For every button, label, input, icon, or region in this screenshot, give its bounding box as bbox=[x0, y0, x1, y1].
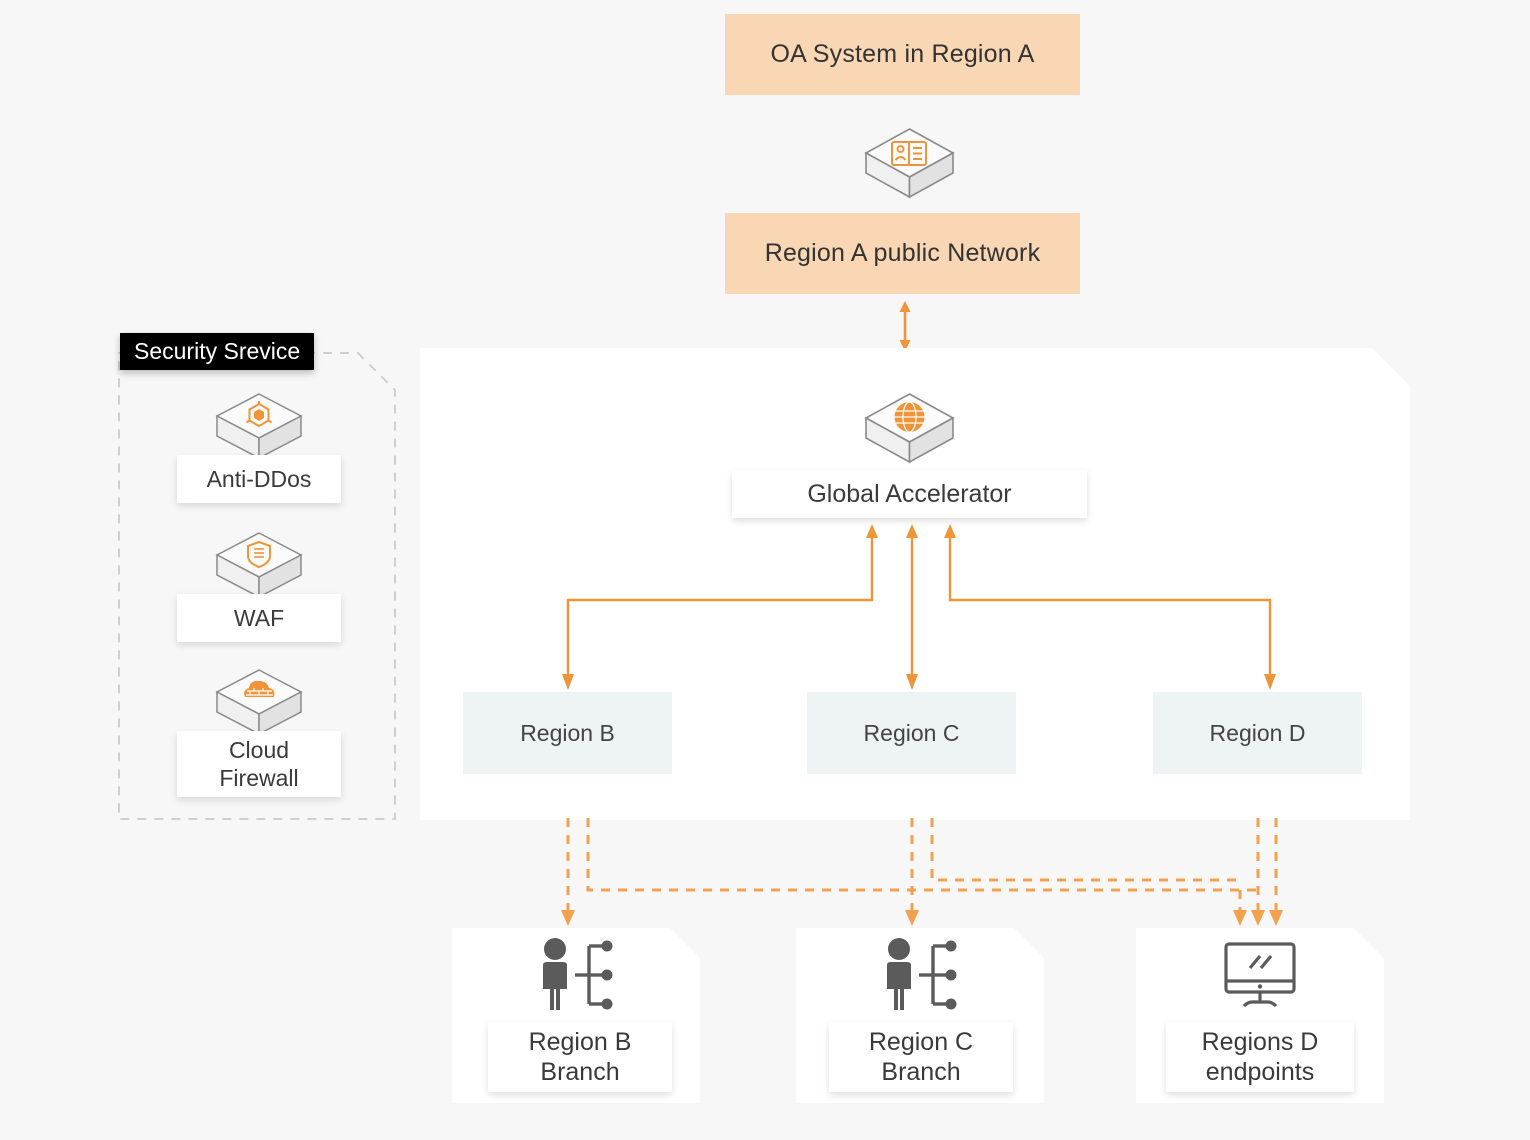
region-endpoint-dashed-connectors bbox=[420, 818, 1410, 936]
global-accelerator-node[interactable]: Global Accelerator bbox=[732, 470, 1087, 518]
region-label-c: Region C bbox=[863, 719, 960, 746]
region-box-b[interactable]: Region B bbox=[463, 692, 672, 774]
region-label-d: Region D bbox=[1209, 719, 1306, 746]
waf-shield-cube-icon bbox=[213, 529, 305, 601]
region-a-public-network-box[interactable]: Region A public Network bbox=[725, 213, 1080, 294]
endpoint-d-line1: Regions D bbox=[1201, 1027, 1319, 1056]
region-box-d[interactable]: Region D bbox=[1153, 692, 1362, 774]
endpoint-b-line1: Region B bbox=[528, 1027, 632, 1056]
id-card-icon bbox=[862, 125, 957, 201]
security-service-title-label: Security Srevice bbox=[134, 338, 301, 364]
network-to-panel-connector bbox=[893, 300, 917, 352]
endpoint-c-line1: Region C bbox=[868, 1027, 974, 1056]
region-a-public-network-label: Region A public Network bbox=[764, 239, 1041, 267]
endpoint-c-line2: Branch bbox=[881, 1058, 961, 1086]
security-service-title: Security Srevice bbox=[120, 333, 315, 370]
region-box-c[interactable]: Region C bbox=[807, 692, 1016, 774]
cloud-firewall-cube-icon bbox=[213, 666, 305, 738]
oa-system-label: OA System in Region A bbox=[770, 40, 1035, 68]
endpoint-label-regions-d-endpoints: Regions D endpoints bbox=[1166, 1022, 1354, 1092]
waf-label: WAF bbox=[233, 604, 285, 631]
anti-ddos-cube-icon bbox=[213, 390, 305, 462]
globe-cube-icon bbox=[862, 390, 957, 466]
region-label-b: Region B bbox=[520, 719, 615, 746]
oa-system-box[interactable]: OA System in Region A bbox=[725, 14, 1080, 95]
endpoint-b-line2: Branch bbox=[540, 1058, 620, 1086]
security-item-anti-ddos[interactable]: Anti-DDos bbox=[177, 455, 341, 503]
security-item-waf[interactable]: WAF bbox=[177, 594, 341, 642]
endpoint-label-region-b-branch: Region B Branch bbox=[488, 1022, 672, 1092]
cloud-firewall-label-line2: Firewall bbox=[219, 765, 299, 791]
endpoint-label-region-c-branch: Region C Branch bbox=[829, 1022, 1013, 1092]
cloud-firewall-label-line1: Cloud bbox=[228, 736, 290, 763]
security-item-cloud-firewall[interactable]: Cloud Firewall bbox=[177, 731, 341, 797]
anti-ddos-label: Anti-DDos bbox=[206, 465, 312, 492]
endpoint-d-line2: endpoints bbox=[1205, 1058, 1315, 1086]
global-accelerator-label: Global Accelerator bbox=[807, 479, 1012, 508]
